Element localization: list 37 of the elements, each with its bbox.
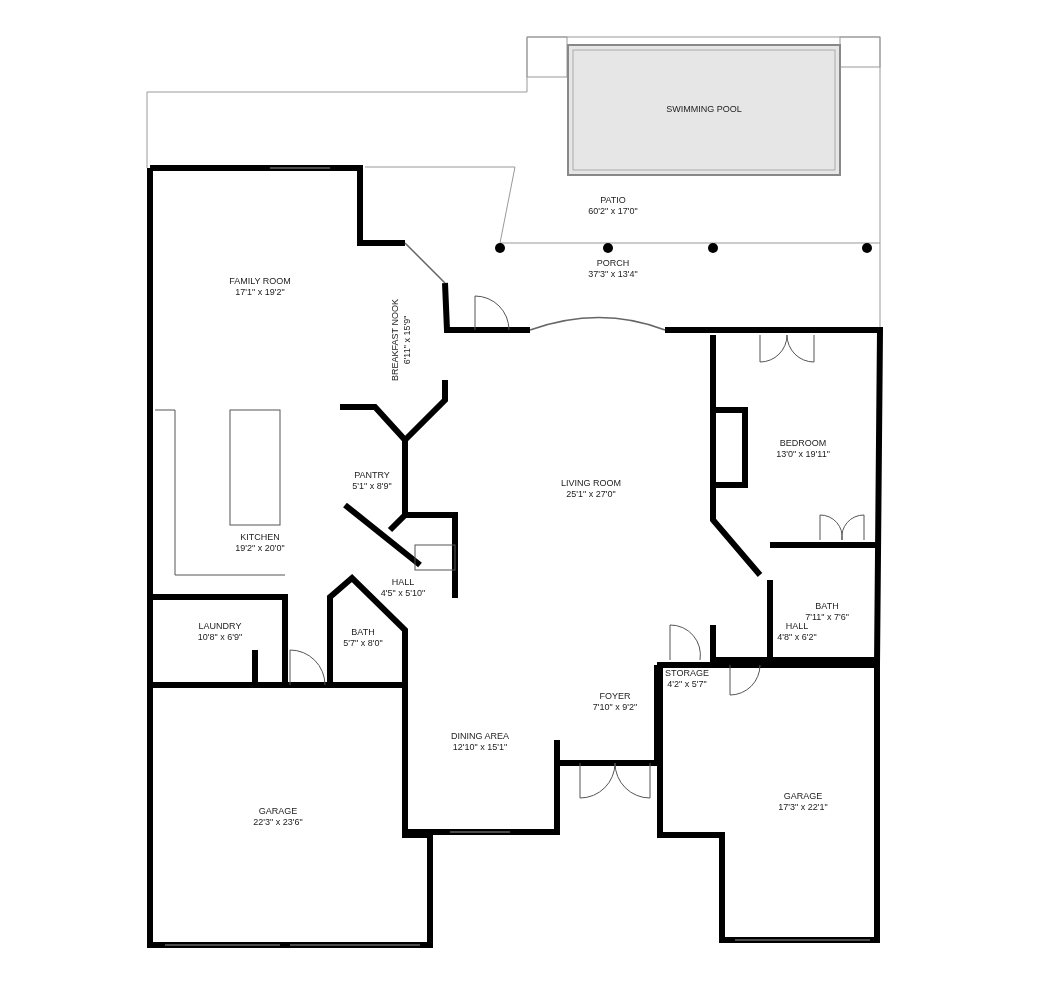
room-dimensions: 7'11" x 7'6": [805, 612, 849, 622]
room-name: HALL: [785, 621, 809, 631]
room-dimensions: 4'2" x 5'7": [667, 679, 707, 689]
room-dimensions: 5'1" x 8'9": [352, 481, 392, 491]
room-name: PANTRY: [354, 470, 390, 480]
room-name: BEDROOM: [779, 438, 827, 448]
room-name: FAMILY ROOM: [229, 276, 291, 286]
room-dimensions: 17'3" x 22'1": [778, 802, 828, 812]
room-dimensions: 25'1" x 27'0": [566, 489, 616, 499]
room-dimensions: 12'10" x 15'1": [452, 742, 508, 752]
room-dimensions: 4'5" x 5'10": [380, 588, 426, 598]
room-name: BATH: [351, 627, 375, 637]
room-name: HALL: [391, 577, 415, 587]
room-name: GARAGE: [258, 806, 298, 816]
room-name: FOYER: [599, 691, 631, 701]
room-dimensions: 37'3" x 13'4": [588, 269, 638, 279]
pool-label: SWIMMING POOL: [666, 104, 742, 114]
room-name: KITCHEN: [240, 532, 280, 542]
room-dimensions: 6'11" x 15'9": [402, 315, 412, 365]
room-dimensions: 22'3" x 23'6": [253, 817, 303, 827]
room-name: LAUNDRY: [198, 621, 242, 631]
room-dimensions: 13'0" x 19'11": [776, 449, 830, 459]
room-name: GARAGE: [783, 791, 823, 801]
room-name: LIVING ROOM: [561, 478, 621, 488]
room-name: STORAGE: [665, 668, 709, 678]
room-name: BREAKFAST NOOK: [390, 299, 400, 381]
room-name: PATIO: [600, 195, 626, 205]
room-dimensions: 60'2" x 17'0": [588, 206, 638, 216]
room-name: PORCH: [596, 258, 630, 268]
room-dimensions: 17'1" x 19'2": [235, 287, 285, 297]
room-dimensions: 5'7" x 8'0": [343, 638, 383, 648]
room-dimensions: 19'2" x 20'0": [235, 543, 285, 553]
room-dimensions: 10'8" x 6'9": [197, 632, 243, 642]
room-dimensions: 7'10" x 9'2": [592, 702, 638, 712]
room-name: DINING AREA: [451, 731, 509, 741]
room-name: BATH: [815, 601, 839, 611]
room-dimensions: 4'8" x 6'2": [777, 632, 817, 642]
